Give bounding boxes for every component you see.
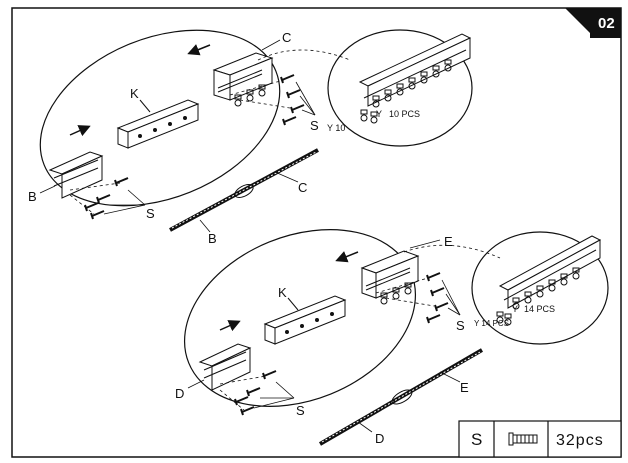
step-number: 02 <box>598 15 615 32</box>
upper-label-b-end: B <box>28 189 37 204</box>
upper-full-rail <box>169 148 319 232</box>
lower-arrow-left <box>335 251 359 263</box>
upper-rail-label-c: C <box>298 180 307 195</box>
upper-connector-k <box>116 99 200 149</box>
upper-glider-count-b: Y <box>376 109 382 119</box>
lower-arrow-right <box>219 320 241 332</box>
lower-rail-label-d: D <box>375 431 384 446</box>
legend-part-letter: S <box>471 430 482 449</box>
upper-label-s-left: S <box>146 206 155 221</box>
lower-glider-rail <box>496 235 602 326</box>
lower-connector-k <box>263 295 347 345</box>
upper-glider-count-c: 10 PCS <box>389 109 420 119</box>
lower-label-e-callout: E <box>444 234 453 249</box>
lower-rail-label-e: E <box>460 380 469 395</box>
lower-label-d-end: D <box>175 386 184 401</box>
screw-icon <box>508 432 538 446</box>
upper-rail-label-b: B <box>208 231 217 246</box>
parts-legend: S 32pcs <box>458 420 622 458</box>
lower-label-k: K <box>278 285 287 300</box>
upper-label-s-right: S <box>310 118 319 133</box>
lower-glider-count-b: Y <box>512 304 518 314</box>
lower-glider-count-a: Y 14 PCS <box>474 319 509 328</box>
step-badge: 02 <box>565 8 621 38</box>
page-frame <box>11 7 622 458</box>
lower-label-s-left: S <box>296 403 305 418</box>
lower-full-rail <box>318 348 484 446</box>
legend-quantity: 32pcs <box>556 432 604 449</box>
upper-screws-right <box>280 74 305 126</box>
upper-detail-ellipse <box>39 29 281 207</box>
upper-arrow-left <box>187 44 211 56</box>
lower-screws-right <box>426 272 449 324</box>
upper-glider-detail-circle <box>327 29 473 147</box>
lower-rail-segment-e <box>360 250 420 305</box>
lower-glider-detail-circle <box>471 231 609 345</box>
upper-rail-end-b <box>48 151 104 199</box>
upper-label-c-callout: C <box>282 30 291 45</box>
lower-assembly: E K S S D Y 14 PCS Y 14 PCS <box>175 229 609 446</box>
upper-assembly: C K S S B Y 10 Y 10 PCS <box>28 29 473 246</box>
upper-guide-lines <box>69 49 351 215</box>
lower-guide-lines <box>219 244 501 411</box>
upper-arrow-right <box>69 125 91 137</box>
lower-rail-end-d <box>198 343 252 391</box>
lower-glider-count-c: 14 PCS <box>524 304 555 314</box>
upper-rail-segment-c <box>212 52 274 107</box>
upper-label-k: K <box>130 86 139 101</box>
lower-label-s-right: S <box>456 318 465 333</box>
upper-glider-rail <box>358 33 472 124</box>
upper-glider-count-a: Y 10 <box>327 123 345 133</box>
